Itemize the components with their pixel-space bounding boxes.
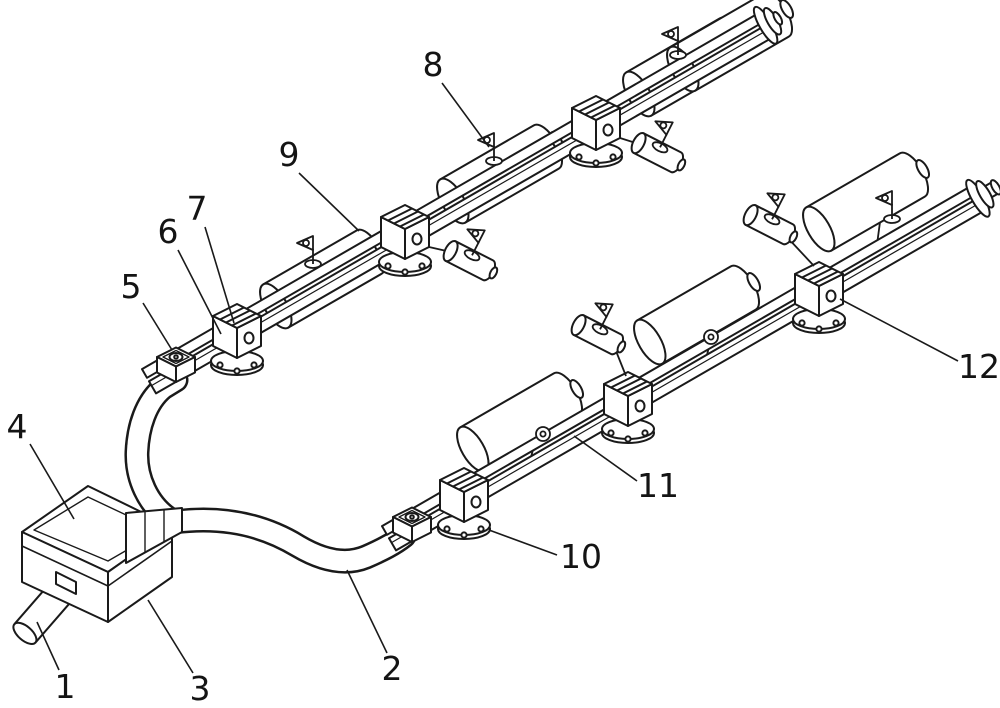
rail-knob [535,426,551,442]
callout-7: 7 [187,189,235,324]
gear-unit [792,261,846,334]
callout-2-label: 2 [382,649,403,688]
rail-knob [703,329,719,345]
callout-12-label: 12 [958,347,1000,386]
callout-4: 4 [7,407,75,520]
drive-motor [629,110,700,176]
callout-2: 2 [346,569,403,688]
callout-3-label: 3 [190,669,211,708]
drive-motor [441,218,512,284]
callout-10-label: 10 [560,537,602,576]
callout-8: 8 [423,45,490,148]
callout-9-label: 9 [279,135,300,174]
callout-7-label: 7 [187,189,208,228]
drive-motor [741,182,812,248]
callout-11-label: 11 [637,466,679,505]
callout-8-label: 8 [423,45,444,84]
callout-11: 11 [573,435,679,505]
gear-unit [378,204,432,277]
gear-unit [437,467,491,540]
callout-6-label: 6 [158,212,179,251]
callout-3: 3 [147,599,211,708]
lower-rail-assembly [381,144,1000,552]
callout-10: 10 [488,529,602,576]
gear-unit [601,371,655,444]
callout-12: 12 [839,298,1000,386]
callout-1-label: 1 [55,667,76,706]
gear-unit [210,303,264,376]
callout-1: 1 [36,621,76,706]
callout-5-label: 5 [121,267,142,306]
gear-unit [569,95,623,168]
callouts: 1 2 3 4 5 6 7 [7,45,1000,708]
callout-4-label: 4 [7,407,28,446]
funnel [125,507,183,564]
collector-box [12,485,173,645]
upper-rail-assembly [141,0,805,395]
callout-5: 5 [121,267,173,351]
box-latch [55,571,77,595]
callout-9: 9 [279,135,360,232]
drive-motor [569,292,640,358]
callout-6: 6 [158,212,222,335]
branch-pipes [124,367,417,574]
